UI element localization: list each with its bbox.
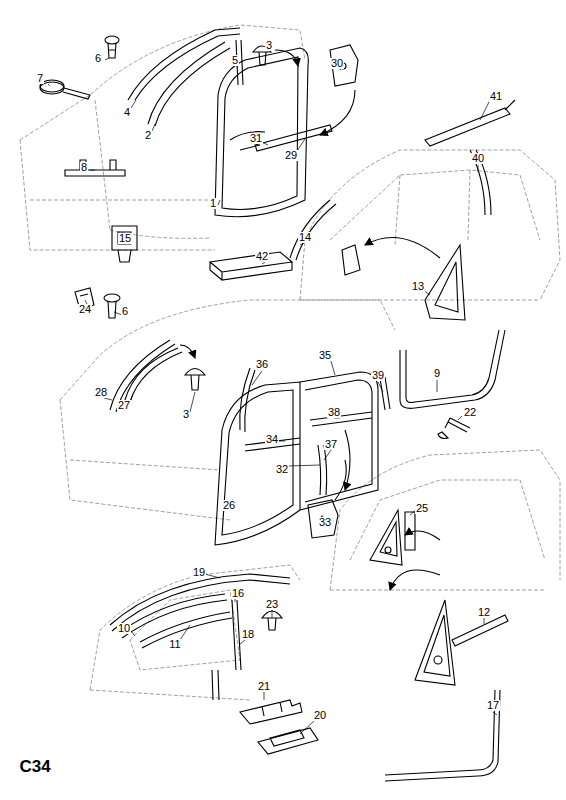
callout-number: 4 — [123, 107, 131, 118]
callout-number: 31 — [249, 133, 263, 144]
callout-number: 6 — [121, 306, 129, 317]
callout-number: 7 — [36, 73, 44, 84]
callout-number: 27 — [117, 400, 131, 411]
callout-number: 40 — [471, 153, 485, 164]
callout-number: 36 — [255, 359, 269, 370]
callout-number: 39 — [371, 370, 385, 381]
callout-number: 6 — [94, 53, 102, 64]
callout-number: 18 — [241, 629, 255, 640]
callout-number: 19 — [192, 567, 206, 578]
callout-number: 35 — [318, 350, 332, 361]
callout-number: 14 — [298, 232, 312, 243]
callout-number: 3 — [265, 40, 273, 51]
callout-number: 12 — [477, 607, 491, 618]
callout-number: 20 — [313, 710, 327, 721]
callout-number: 16 — [231, 588, 245, 599]
callout-number: 8 — [80, 162, 88, 173]
callout-number: 41 — [489, 91, 503, 102]
callout-number: 23 — [265, 599, 279, 610]
callout-number: 33 — [318, 517, 332, 528]
callout-number: 25 — [415, 503, 429, 514]
callout-number: 10 — [117, 623, 131, 634]
callout-number: 22 — [463, 407, 477, 418]
callout-number: 32 — [275, 464, 289, 475]
callout-number: 9 — [433, 368, 441, 379]
callout-number: 3 — [182, 409, 190, 420]
callout-number: 37 — [324, 439, 338, 450]
callout-number: 24 — [78, 304, 92, 315]
callout-number: 30 — [330, 58, 344, 69]
callout-number: 1 — [209, 198, 217, 209]
callout-number: 21 — [257, 681, 271, 692]
page-code: C34 — [18, 758, 51, 775]
callout-number: 34 — [265, 434, 279, 445]
callout-number: 2 — [144, 130, 152, 141]
callout-number: 5 — [231, 55, 239, 66]
callout-number: 28 — [94, 387, 108, 398]
callout-number: 26 — [222, 500, 236, 511]
callout-number: 29 — [284, 150, 298, 161]
callout-number: 15 — [118, 233, 132, 244]
callout-number: 13 — [411, 281, 425, 292]
callout-number: 17 — [486, 700, 500, 711]
callout-number: 42 — [255, 251, 269, 262]
callout-number: 11 — [168, 639, 181, 650]
callout-number: 38 — [327, 407, 341, 418]
